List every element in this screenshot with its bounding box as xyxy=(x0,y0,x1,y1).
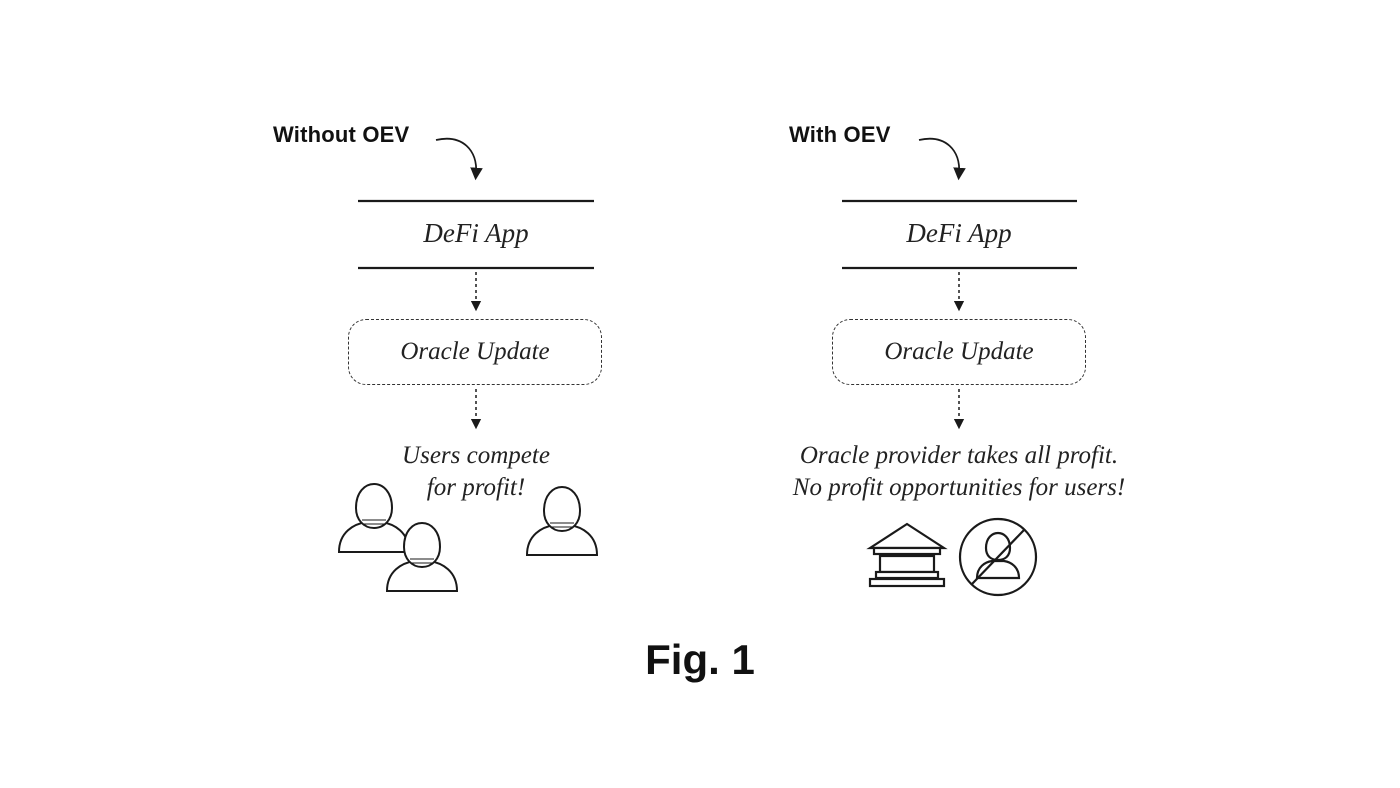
title-arrow-left xyxy=(435,137,483,181)
caption-right-line1: Oracle provider takes all profit. xyxy=(799,442,1119,469)
oracle-update-box-left: Oracle Update xyxy=(348,319,602,385)
defi-app-label-left: DeFi App xyxy=(423,218,529,248)
caption-right: Oracle provider takes all profit. No pro… xyxy=(779,440,1139,504)
oracle-update-box-right: Oracle Update xyxy=(832,319,1086,385)
caption-left-line2: for profit! xyxy=(426,474,526,501)
oracle-update-label-left: Oracle Update xyxy=(400,338,550,365)
defi-app-label-right: DeFi App xyxy=(906,218,1012,248)
oracle-update-label-right: Oracle Update xyxy=(884,338,1034,365)
no-user-icon xyxy=(958,517,1038,597)
title-arrow-right xyxy=(918,137,966,181)
caption-right-line2: No profit opportunities for users! xyxy=(792,474,1126,501)
bank-icon xyxy=(866,522,948,588)
panel-title-with-oev: With OEV xyxy=(789,122,891,147)
user-icon xyxy=(385,522,459,592)
panel-title-without-oev: Without OEV xyxy=(273,122,410,147)
figure-label: Fig. 1 xyxy=(645,636,755,683)
caption-left-line1: Users compete xyxy=(402,442,550,469)
caption-left: Users compete for profit! xyxy=(376,440,576,504)
